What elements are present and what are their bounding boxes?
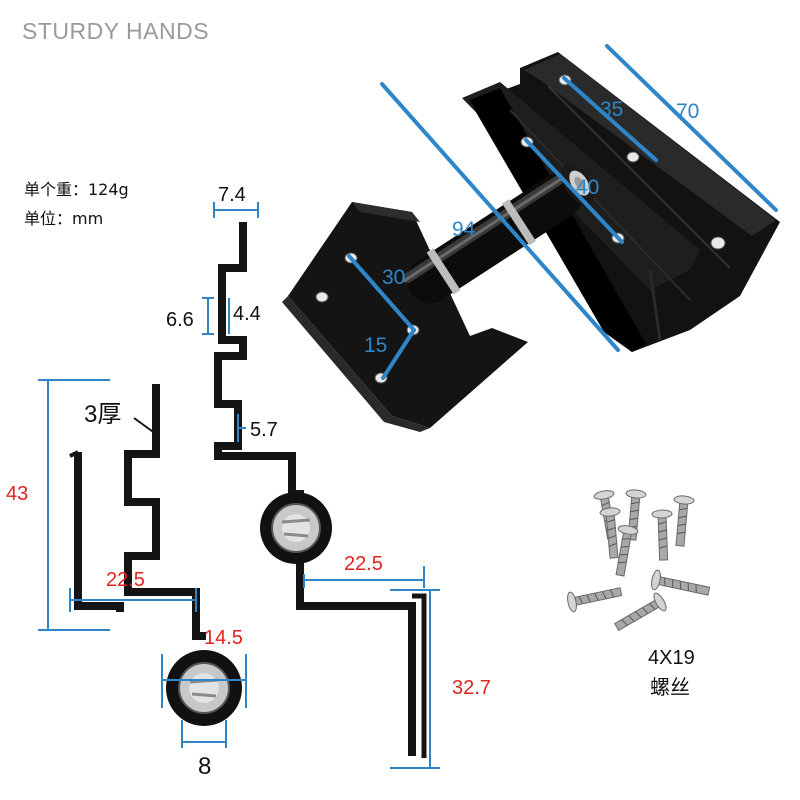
screw bbox=[651, 509, 673, 561]
dim-line-40 bbox=[524, 138, 624, 244]
screws-photo bbox=[567, 489, 711, 632]
dim-70-label: 70 bbox=[676, 100, 699, 123]
dim-94-label: 94 bbox=[452, 218, 476, 241]
dim-line-30 bbox=[347, 254, 416, 332]
thickness-leader bbox=[133, 417, 157, 435]
profile-right-leg bbox=[296, 560, 416, 756]
dim-line-43 bbox=[38, 379, 110, 631]
dim-22-5-left-label: 22.5 bbox=[106, 569, 145, 591]
hole bbox=[710, 236, 726, 250]
screw bbox=[615, 525, 639, 577]
dim-line-22-5-left bbox=[69, 588, 197, 612]
dim-line-22-5 bbox=[303, 566, 425, 588]
dim-line-6-6 bbox=[202, 297, 214, 335]
profile-left-leg bbox=[74, 452, 124, 612]
dim-line-32-7 bbox=[390, 589, 440, 769]
screw bbox=[614, 592, 667, 632]
hole bbox=[626, 151, 640, 163]
profile-right-shape bbox=[214, 222, 304, 498]
dim-40-label: 40 bbox=[576, 176, 599, 199]
profile-left bbox=[69, 384, 242, 726]
dim-line-5-7 bbox=[237, 414, 246, 442]
dim-35-label: 35 bbox=[600, 98, 623, 121]
dim-line-8 bbox=[181, 720, 227, 748]
weight-spec: 单个重：124g bbox=[24, 180, 129, 199]
dim-line-70 bbox=[605, 44, 778, 212]
dim-line-35 bbox=[562, 76, 658, 162]
hinge-barrel bbox=[402, 163, 595, 304]
dim-line-94 bbox=[380, 82, 620, 352]
dim-7-4-label: 7.4 bbox=[218, 184, 246, 206]
screw-label: 螺丝 bbox=[650, 676, 690, 699]
dim-14-5-label: 14.5 bbox=[204, 627, 243, 649]
unit-spec: 单位：mm bbox=[24, 209, 104, 228]
dim-30-label: 30 bbox=[382, 266, 405, 289]
profile-left-dims bbox=[38, 379, 247, 748]
dim-line-7-4 bbox=[213, 202, 259, 218]
screw bbox=[567, 587, 623, 613]
dim-8-label: 8 bbox=[198, 753, 211, 780]
hinge-dimensions bbox=[347, 44, 778, 380]
dim-5-7-label: 5.7 bbox=[250, 419, 278, 441]
thickness-label: 3厚 bbox=[84, 401, 121, 428]
screw bbox=[599, 507, 621, 559]
dim-6-6-label: 6.6 bbox=[166, 309, 194, 331]
dim-line-14-5 bbox=[161, 654, 247, 708]
dim-43-label: 43 bbox=[6, 483, 28, 505]
hole bbox=[315, 291, 329, 303]
screw bbox=[651, 569, 711, 596]
screw-size-label: 4X19 bbox=[648, 647, 695, 669]
profile-right-dims bbox=[202, 202, 440, 769]
brand-watermark: STURDY HANDS bbox=[22, 18, 210, 44]
dim-15-label: 15 bbox=[364, 334, 387, 357]
dim-4-4-label: 4.4 bbox=[233, 303, 261, 325]
screw bbox=[673, 495, 695, 547]
dim-22-5-label: 22.5 bbox=[344, 553, 383, 575]
hinge-photo bbox=[282, 52, 780, 432]
profile-right bbox=[214, 222, 427, 758]
dim-32-7-label: 32.7 bbox=[452, 677, 491, 699]
dim-line-15 bbox=[381, 328, 416, 380]
